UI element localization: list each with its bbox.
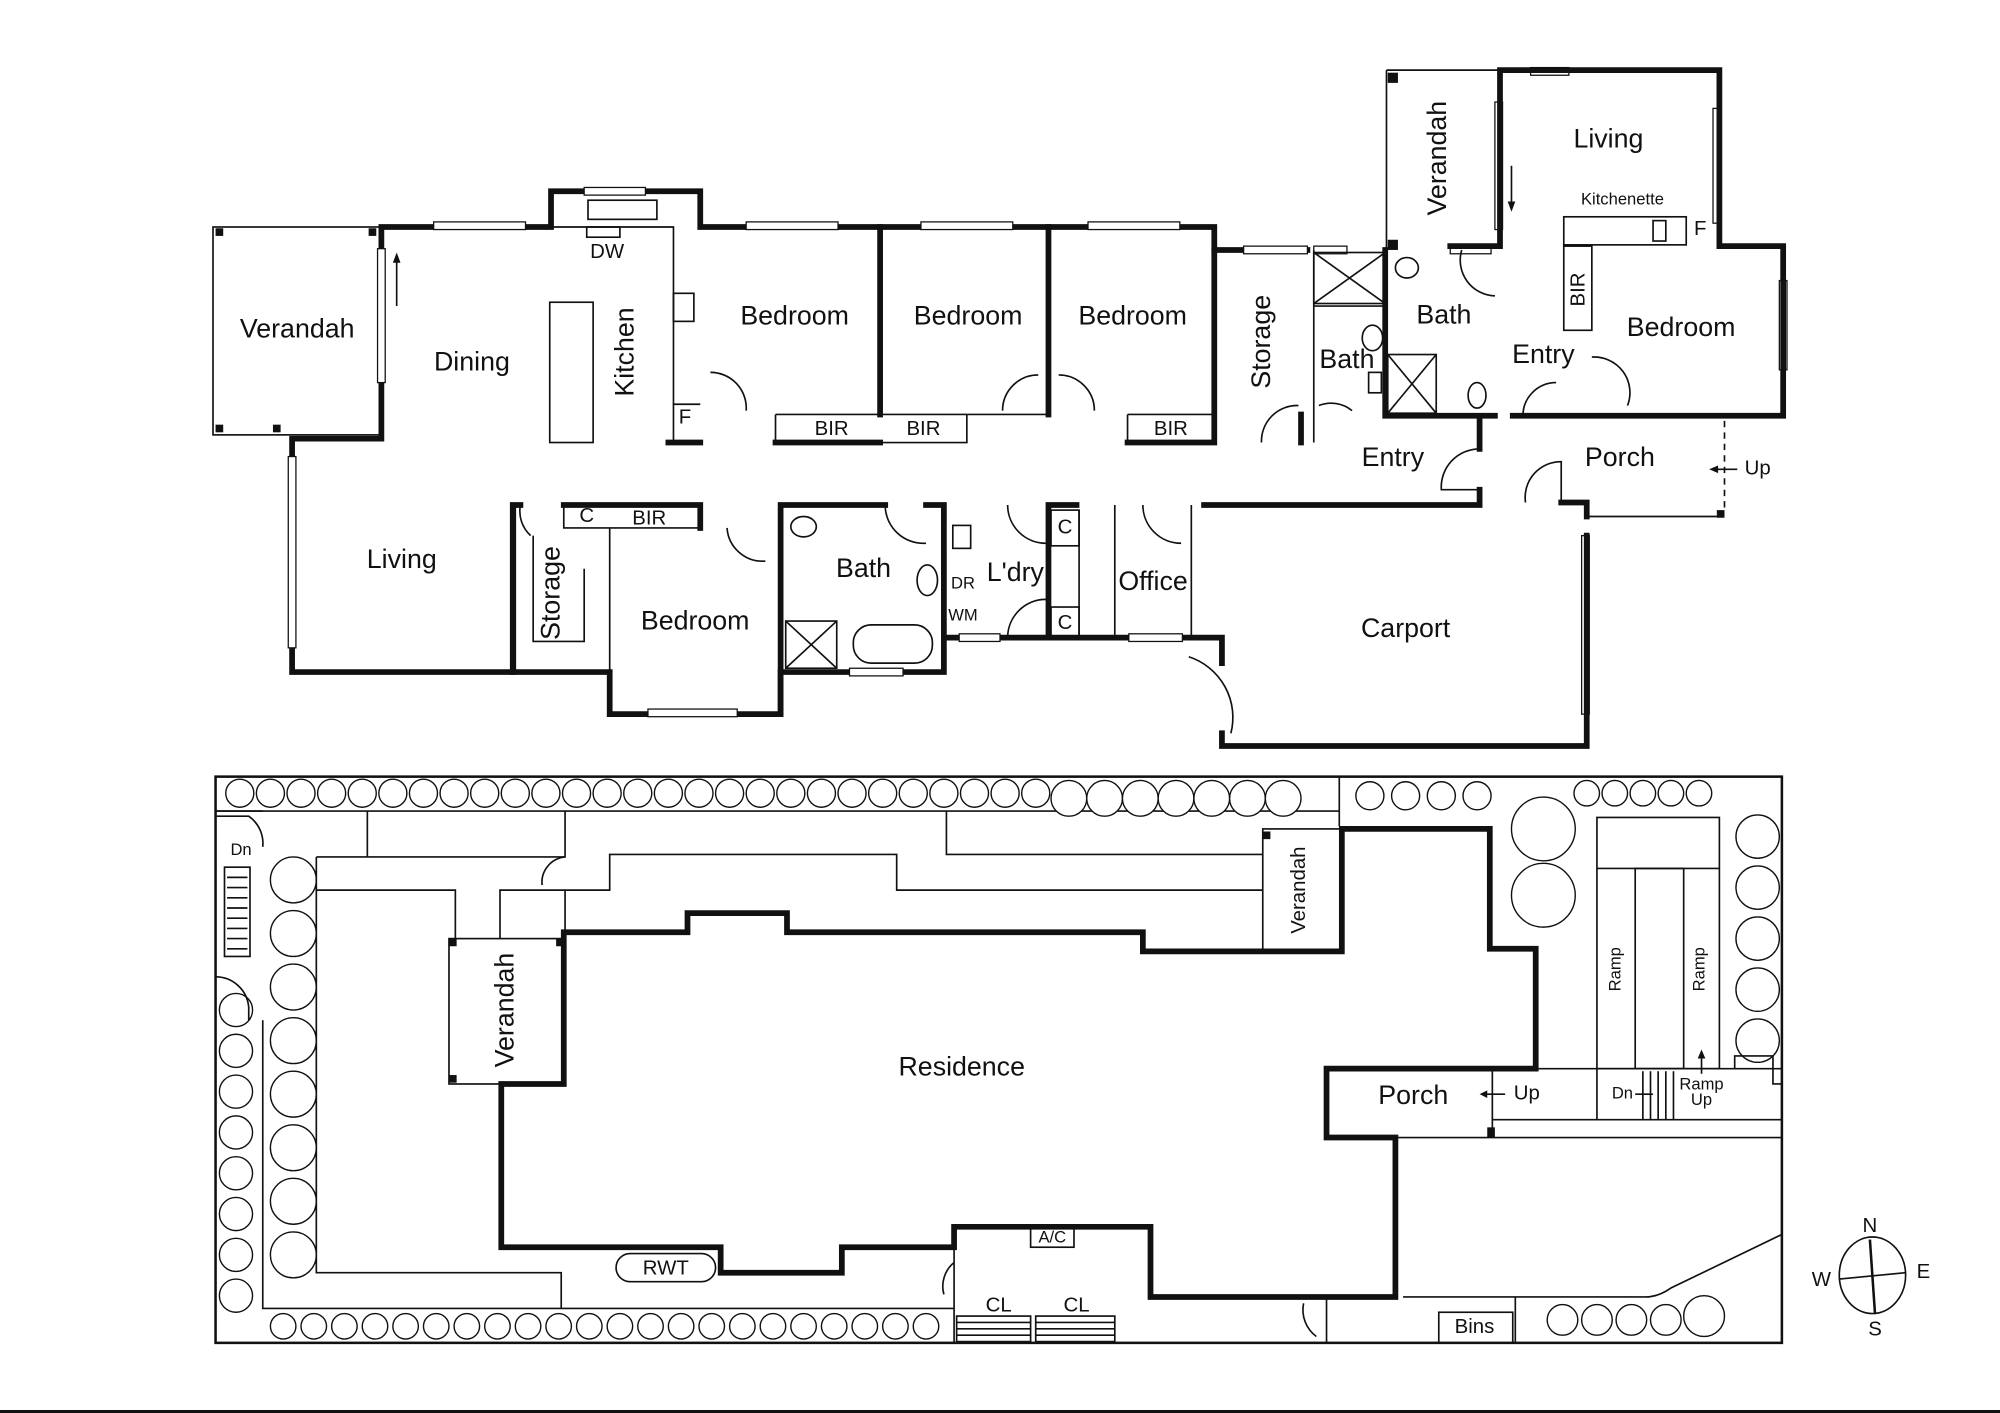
page-bottom-border: [0, 1410, 2000, 1413]
hedge-bottom: [269, 1294, 1726, 1340]
label-site-verandah-west: Verandah: [489, 953, 519, 1068]
site-plan: Dn Verandah Verandah Residence RWT A/C C…: [214, 775, 1930, 1345]
kitchenette-bench: [1562, 215, 1688, 246]
label-site-verandah-north: Verandah: [1288, 846, 1310, 933]
label-washing-machine: WM: [948, 605, 977, 624]
compass-north: N: [1863, 1215, 1878, 1237]
label-closet-1: C: [579, 505, 594, 527]
site-boundary: [214, 775, 1784, 1345]
compass-icon: N S E W: [1812, 1215, 1930, 1340]
room-label-bedroom-south: Bedroom: [641, 605, 750, 635]
arrow-up-icon: [1697, 1049, 1706, 1059]
label-closet-2: C: [1058, 516, 1073, 538]
label-ramp-2: Ramp: [1690, 947, 1709, 991]
label-bir-2: BIR: [906, 418, 940, 440]
bathtub-icon: [852, 624, 934, 664]
label-bir-1: BIR: [815, 418, 849, 440]
label-ramp-dn: Dn: [1612, 1084, 1633, 1103]
room-label-verandah: Verandah: [240, 313, 355, 343]
bir-east-box: [1562, 245, 1593, 332]
ramp-steps: [1642, 1071, 1675, 1120]
room-label-verandah-north: Verandah: [1422, 101, 1452, 216]
label-rwt: RWT: [643, 1257, 689, 1279]
clotheslines: [955, 1315, 1116, 1343]
room-label-bedroom-1: Bedroom: [740, 301, 849, 331]
arrow-left-icon: [1479, 1090, 1488, 1099]
label-site-porch: Porch: [1378, 1080, 1448, 1110]
room-label-storage: Storage: [1246, 295, 1276, 389]
label-fridge-kitchenette: F: [1694, 218, 1706, 240]
wall-corridor-north: [665, 224, 1304, 446]
arrow-left-icon: [1709, 465, 1719, 474]
room-label-dining: Dining: [434, 347, 510, 377]
label-ac: A/C: [1038, 1228, 1066, 1247]
label-fridge: F: [679, 407, 691, 429]
room-label-bedroom-east: Bedroom: [1627, 312, 1736, 342]
dishwasher-icon: [585, 226, 621, 239]
room-label-living-east: Living: [1573, 123, 1643, 153]
bins-area: [1437, 1311, 1514, 1344]
room-label-kitchen: Kitchen: [609, 307, 639, 396]
room-label-carport: Carport: [1361, 613, 1451, 643]
label-cl-2: CL: [1063, 1294, 1089, 1316]
sink-icon: [587, 199, 658, 221]
label-closet-3: C: [1058, 612, 1073, 634]
label-bir-south: BIR: [632, 507, 666, 529]
label-site-up: Up: [1514, 1083, 1540, 1105]
room-label-porch: Porch: [1585, 442, 1655, 472]
room-label-entry-main: Entry: [1362, 442, 1425, 472]
label-dw: DW: [590, 241, 625, 263]
label-residence: Residence: [898, 1052, 1024, 1082]
room-label-storage-south: Storage: [535, 546, 565, 640]
label-dryer: DR: [951, 573, 975, 592]
compass-east: E: [1917, 1261, 1931, 1283]
label-up: Up: [1745, 458, 1771, 480]
room-label-entry-inner: Entry: [1512, 339, 1575, 369]
kitchen-island: [548, 301, 594, 444]
label-ramp-up-1: Ramp: [1679, 1075, 1723, 1094]
label-bir-east: BIR: [1567, 272, 1589, 306]
hedge-right: [1510, 796, 1781, 1064]
label-stairs-dn: Dn: [230, 840, 251, 859]
room-label-bath-east: Bath: [1416, 299, 1471, 329]
ac-unit: [1029, 1227, 1075, 1249]
label-bir-3: BIR: [1154, 418, 1188, 440]
compass-west: W: [1812, 1269, 1832, 1291]
kitchenette-cooktop-icon: [1652, 219, 1667, 242]
room-label-bedroom-3: Bedroom: [1078, 301, 1187, 331]
hedge-left: [218, 856, 318, 1313]
label-cl-1: CL: [986, 1294, 1012, 1316]
cooktop-icon: [672, 292, 695, 323]
label-bins: Bins: [1455, 1316, 1495, 1338]
arrow-up-icon: [392, 252, 401, 263]
room-label-living-west: Living: [367, 544, 437, 574]
room-label-bedroom-2: Bedroom: [914, 301, 1023, 331]
arrow-down-icon: [1507, 201, 1516, 212]
floor-plan: Verandah: [212, 66, 1788, 749]
vanity-icon: [1367, 371, 1383, 394]
door-swing: [710, 371, 748, 411]
rainwater-tank: [615, 1252, 717, 1283]
residence-outline: [498, 826, 1539, 1300]
room-label-office: Office: [1118, 566, 1187, 596]
label-ramp-1: Ramp: [1605, 947, 1624, 991]
label-kitchenette: Kitchenette: [1581, 190, 1664, 209]
room-label-bath-main: Bath: [836, 553, 891, 583]
label-ramp-up-2: Up: [1691, 1090, 1712, 1109]
verandah-west-area: Verandah: [212, 226, 383, 436]
compass-south: S: [1868, 1318, 1882, 1340]
hedge-top: [225, 778, 1713, 817]
room-label-bath-small: Bath: [1319, 344, 1374, 374]
room-label-laundry: L'dry: [987, 557, 1045, 587]
